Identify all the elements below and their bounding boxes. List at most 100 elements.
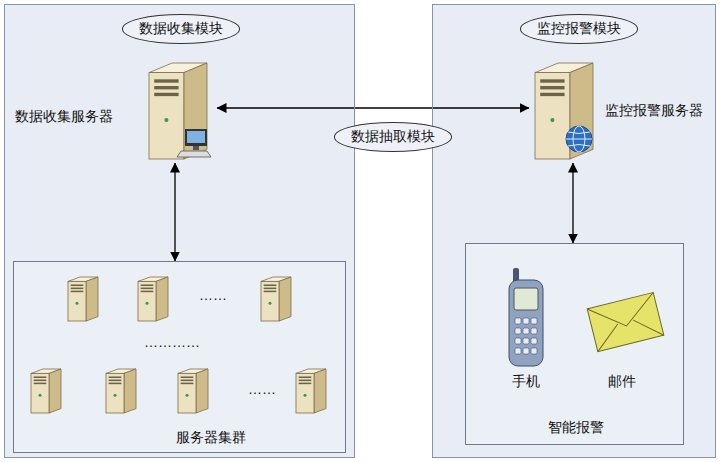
power-light [304, 394, 307, 397]
server-label: 监控报警服务器 [605, 102, 703, 120]
drive-bay [141, 291, 154, 293]
server-cluster-box: 服务器集群 [13, 261, 346, 453]
phone-icon [496, 266, 556, 370]
edge-label: 数据抽取模块 [334, 122, 452, 152]
phone-key [515, 338, 521, 344]
panel-fill [432, 4, 716, 458]
drive-bay [141, 284, 154, 286]
phone-body [509, 280, 543, 366]
panel-fill [13, 261, 346, 453]
connector-arrow [174, 163, 175, 261]
phone-key [531, 338, 537, 344]
globe-line [566, 132, 592, 146]
cluster-icon [14, 262, 347, 452]
server-node: 数据收集服务器 [11, 63, 217, 163]
power-light [550, 118, 554, 122]
drive-bay [181, 380, 194, 382]
server-side [184, 63, 207, 159]
server-front [178, 373, 196, 413]
connector-arrow [572, 163, 573, 243]
phone-key [523, 318, 529, 324]
drive-bay [181, 376, 194, 378]
keyboard [177, 151, 211, 157]
drive-bay [540, 93, 564, 96]
phone-key [523, 348, 529, 354]
server-label: 数据收集服务器 [15, 108, 113, 126]
server-side [49, 369, 61, 413]
server-side [314, 369, 326, 413]
drive-bay [109, 376, 122, 378]
drive-bay [34, 383, 47, 385]
alert-box: 手机 邮件智能报警 [465, 243, 684, 445]
server-side [124, 369, 136, 413]
server-side [196, 369, 208, 413]
drive-bay [181, 383, 194, 385]
drive-bay [154, 86, 178, 89]
envelope [587, 292, 664, 351]
phone-key [531, 318, 537, 324]
connector-arrow [217, 107, 529, 108]
drive-bay [109, 383, 122, 385]
drive-bay [71, 291, 84, 293]
power-light [186, 394, 189, 397]
server-front [68, 281, 86, 321]
pc-icon [145, 63, 220, 163]
module-panel: 数据收集服务器服务器集群 数据收集模块 [4, 4, 355, 458]
server-side [279, 277, 291, 321]
drive-bay [109, 380, 122, 382]
power-light [269, 302, 272, 305]
server-front [261, 281, 279, 321]
drive-bay [264, 284, 277, 286]
module-title: 监控报警模块 [520, 14, 638, 44]
power-light [76, 302, 79, 305]
server-front [296, 373, 314, 413]
monitor-screen [187, 131, 205, 143]
server-node: 监控报警服务器 [529, 63, 709, 163]
ellipsis-mark: ………… [144, 334, 200, 352]
mail-icon [582, 284, 672, 364]
phone-key [531, 328, 537, 334]
web-icon [529, 63, 604, 163]
phone-key [531, 348, 537, 354]
globe [566, 126, 592, 152]
panel-fill [4, 4, 355, 458]
drive-bay [141, 288, 154, 290]
panel-fill [465, 243, 684, 445]
power-light [114, 394, 117, 397]
drive-bay [299, 376, 312, 378]
monitor-stand [193, 146, 199, 150]
phone-key [515, 348, 521, 354]
phone-key [515, 328, 521, 334]
power-light [164, 118, 168, 122]
drive-bay [154, 79, 178, 82]
drive-bay [154, 93, 178, 96]
power-light [146, 302, 149, 305]
phone-key [523, 338, 529, 344]
drive-bay [299, 380, 312, 382]
server-front [31, 373, 49, 413]
ellipsis-mark: …… [248, 381, 276, 399]
server-side [86, 277, 98, 321]
mail-node: 邮件 [582, 284, 672, 396]
module-panel: 监控报警服务器手机 邮件智能报警 监控报警模块 [432, 4, 716, 458]
drive-bay [540, 79, 564, 82]
phone-node: 手机 [496, 266, 556, 396]
server-front [106, 373, 124, 413]
module-title: 数据收集模块 [122, 14, 240, 44]
server-front [149, 73, 184, 159]
phone-key [523, 328, 529, 334]
drive-bay [264, 288, 277, 290]
alert-label: 智能报警 [548, 419, 604, 437]
drive-bay [264, 291, 277, 293]
phone-key [515, 318, 521, 324]
server-front [138, 281, 156, 321]
phone-label: 手机 [512, 373, 540, 391]
drive-bay [34, 380, 47, 382]
drive-bay [34, 376, 47, 378]
monitor [185, 129, 207, 146]
drive-bay [71, 284, 84, 286]
drive-bay [540, 86, 564, 89]
